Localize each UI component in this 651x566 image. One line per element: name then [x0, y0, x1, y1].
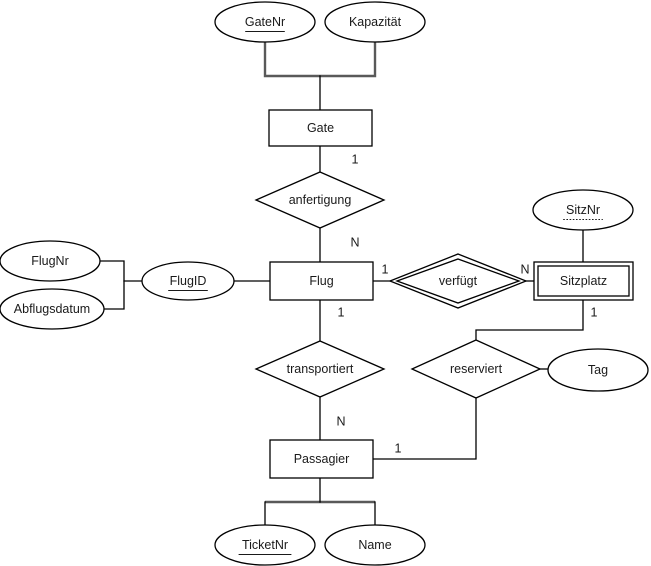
- entity-sitzplatz-weak-inner-border: [537, 265, 630, 297]
- relationship-reserviert[interactable]: reserviert: [410, 339, 542, 399]
- relationship-verfuegt-identifying-inner-border: [395, 258, 521, 304]
- card-passagier-reserviert: 1: [395, 441, 402, 455]
- entity-flug[interactable]: Flug: [269, 261, 374, 301]
- entity-sitzplatz[interactable]: Sitzplatz: [533, 261, 634, 301]
- attribute-flugid-label: FlugID: [170, 274, 207, 288]
- attribute-flugid[interactable]: FlugID: [141, 261, 235, 301]
- card-anfertigung-flug: N: [350, 235, 359, 249]
- entity-flug-label: Flug: [309, 274, 333, 288]
- attribute-gatenr[interactable]: GateNr: [214, 1, 316, 43]
- entity-sitzplatz-label: Sitzplatz: [560, 274, 607, 288]
- entity-passagier-label: Passagier: [294, 452, 350, 466]
- relationship-anfertigung[interactable]: anfertigung: [254, 171, 386, 229]
- attribute-tag[interactable]: Tag: [547, 348, 649, 392]
- relationship-verfuegt[interactable]: verfügt: [388, 253, 528, 309]
- relationship-transportiert[interactable]: transportiert: [254, 340, 386, 398]
- entity-gate-label: Gate: [307, 121, 334, 135]
- relationship-anfertigung-label: anfertigung: [289, 193, 352, 207]
- attribute-flugnr[interactable]: FlugNr: [0, 240, 101, 282]
- attribute-abflugsdatum-label: Abflugsdatum: [14, 302, 90, 316]
- relationship-transportiert-label: transportiert: [287, 362, 354, 376]
- conn-gatenr-bar: [263, 42, 377, 78]
- attribute-abflugsdatum[interactable]: Abflugsdatum: [0, 288, 105, 330]
- attribute-kapazitaet-label: Kapazität: [349, 15, 402, 29]
- card-transportiert-passagier: N: [336, 414, 345, 428]
- conn-flugnr-bar: [99, 260, 125, 310]
- attribute-flugnr-label: FlugNr: [31, 254, 69, 268]
- card-gate-anfertigung: 1: [352, 152, 359, 166]
- connector-layer: [99, 42, 584, 526]
- entity-passagier[interactable]: Passagier: [269, 439, 374, 479]
- relationship-reserviert-label: reserviert: [450, 362, 503, 376]
- entity-gate[interactable]: Gate: [268, 109, 373, 147]
- attribute-tag-label: Tag: [588, 363, 608, 377]
- conn-pass-reserviert: [372, 397, 477, 460]
- conn-sitzplatz-reserv: [475, 299, 584, 341]
- attribute-kapazitaet[interactable]: Kapazität: [324, 1, 426, 43]
- card-flug-verfuegt: 1: [382, 262, 389, 276]
- relationship-verfuegt-label: verfügt: [439, 274, 478, 288]
- card-sitzplatz-reserviert: 1: [591, 305, 598, 319]
- attribute-ticketnr-label: TicketNr: [242, 538, 288, 552]
- attribute-ticketnr[interactable]: TicketNr: [214, 524, 316, 566]
- attribute-sitznr-label: SitzNr: [566, 203, 600, 217]
- attribute-gatenr-label: GateNr: [245, 15, 285, 29]
- attribute-sitznr[interactable]: SitzNr: [532, 189, 634, 231]
- attribute-name[interactable]: Name: [324, 524, 426, 566]
- attribute-name-label: Name: [358, 538, 391, 552]
- card-verfuegt-sitzplatz: N: [520, 262, 529, 276]
- card-flug-transportiert: 1: [338, 305, 345, 319]
